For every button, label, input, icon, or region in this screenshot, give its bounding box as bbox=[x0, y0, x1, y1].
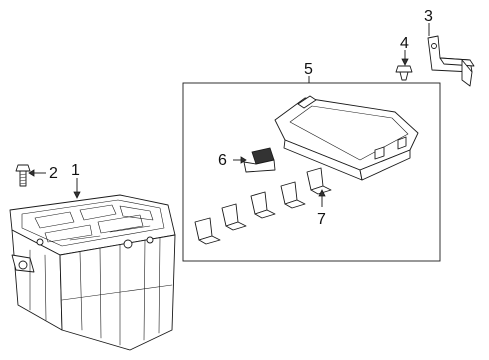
bracket-part bbox=[427, 35, 475, 87]
callout-3: 3 bbox=[424, 8, 433, 25]
leader-lines bbox=[28, 23, 430, 207]
callout-7: 7 bbox=[317, 211, 326, 228]
relay-3 bbox=[250, 191, 276, 219]
group-frame bbox=[182, 82, 441, 262]
callout-4: 4 bbox=[400, 35, 409, 52]
callout-1: 1 bbox=[71, 162, 80, 179]
callout-2: 2 bbox=[49, 165, 58, 182]
relay-5 bbox=[306, 167, 332, 195]
relay-1 bbox=[194, 217, 221, 245]
fuse-relay-box-part bbox=[9, 194, 176, 351]
cover-clip-part bbox=[243, 147, 276, 173]
relay-row bbox=[194, 167, 332, 245]
relay-4 bbox=[280, 181, 306, 209]
callout-6: 6 bbox=[218, 152, 227, 169]
screw-part bbox=[395, 65, 413, 81]
relay-2 bbox=[221, 203, 247, 231]
callout-5: 5 bbox=[304, 61, 313, 78]
fuse-box-module-part bbox=[274, 95, 419, 181]
bolt-part bbox=[15, 164, 31, 187]
